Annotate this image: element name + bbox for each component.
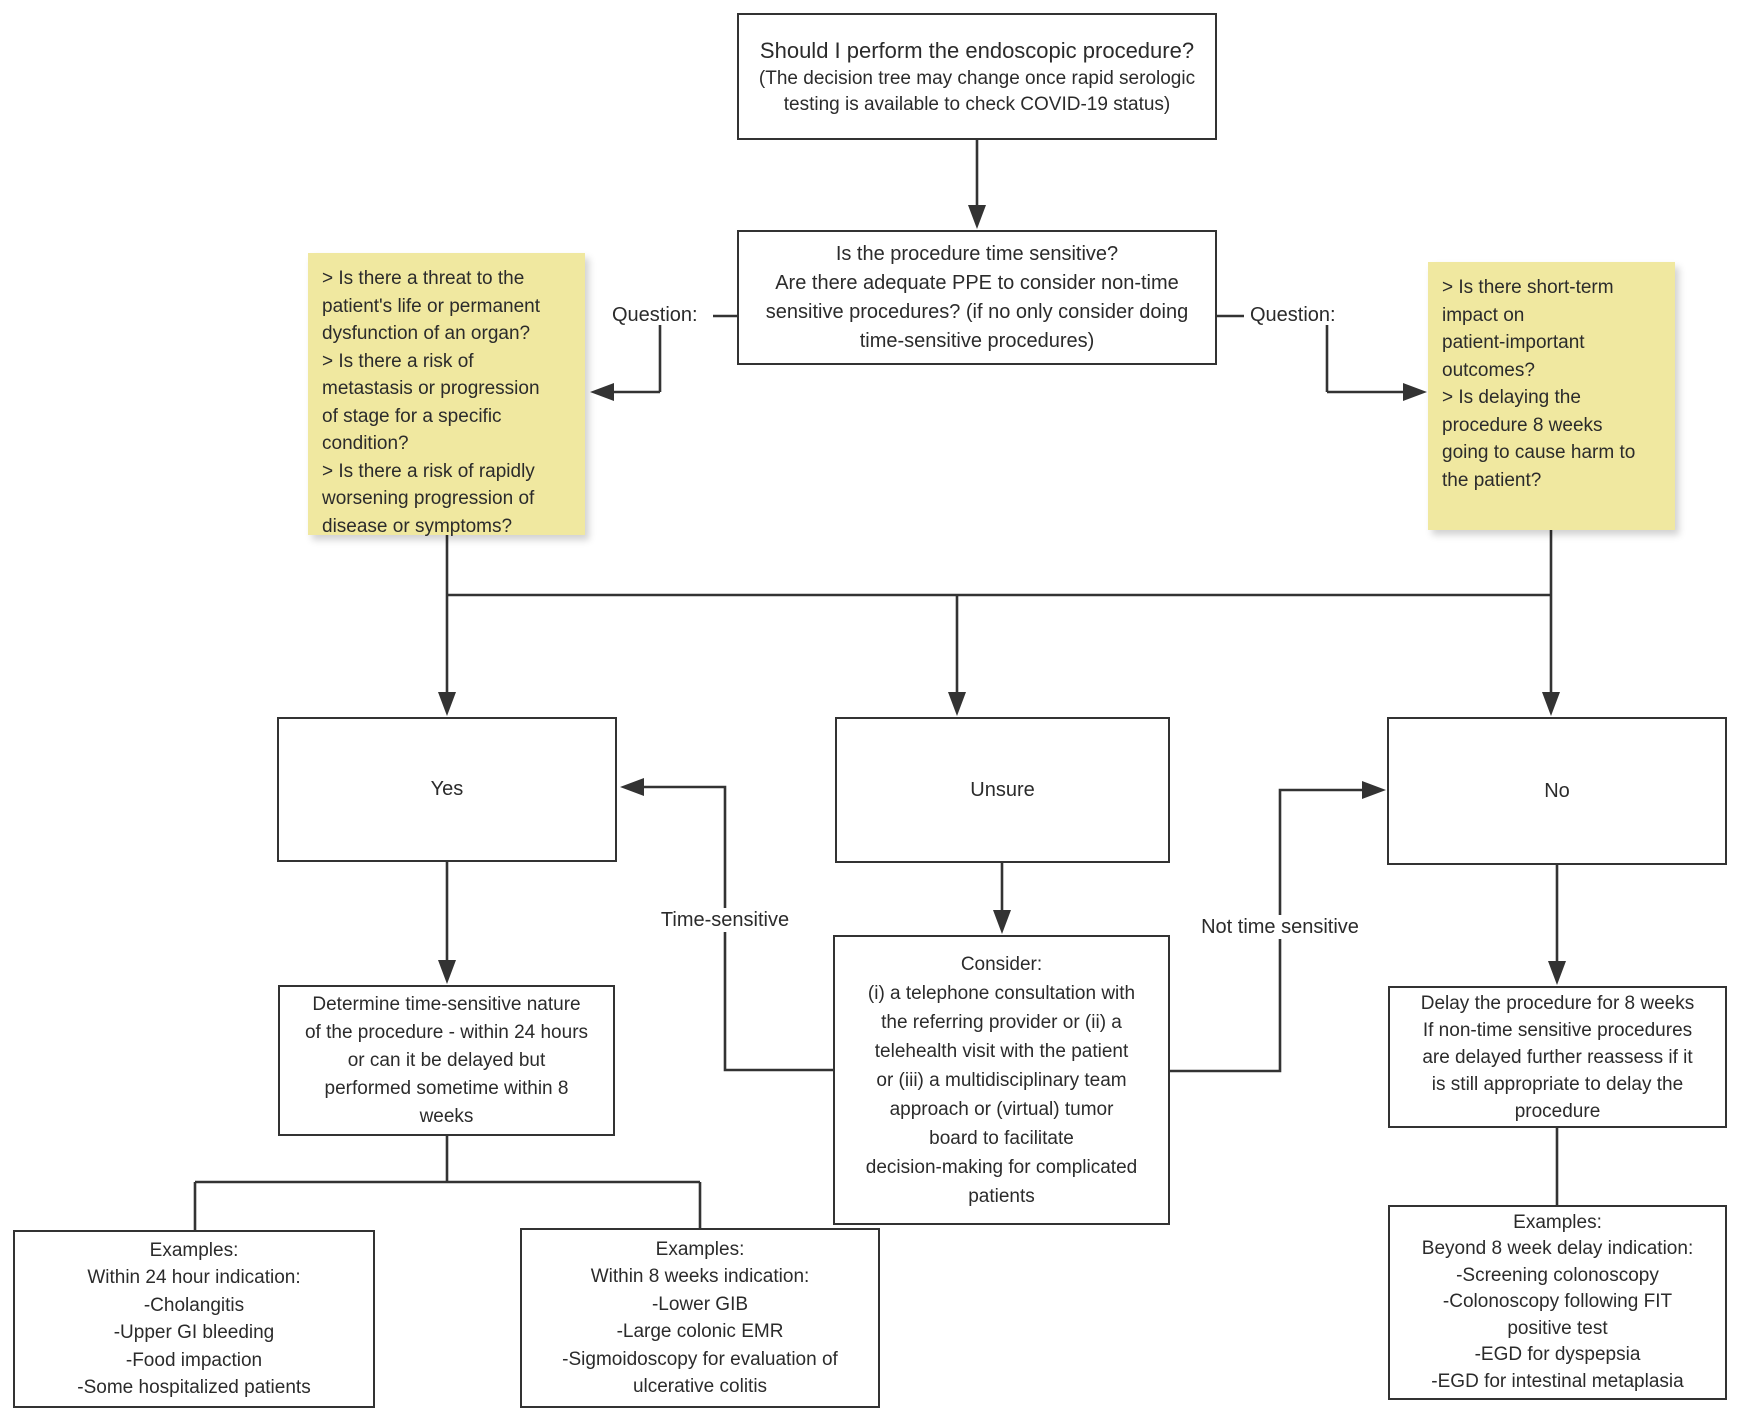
node-consider-consultation: Consider: (i) a telephone consultation w… — [833, 935, 1170, 1225]
note-right-criteria: > Is there short-term impact on patient-… — [1428, 262, 1675, 530]
arrowheads — [438, 205, 1566, 985]
start-title: Should I perform the endoscopic procedur… — [759, 37, 1195, 63]
edge-label-not-time-sensitive: Not time sensitive — [1196, 915, 1364, 939]
question-label-right: Question: — [1250, 304, 1336, 326]
node-no: No — [1387, 717, 1727, 865]
question-label-left: Question: — [612, 304, 698, 326]
node-yes: Yes — [277, 717, 617, 862]
note-left-criteria: > Is there a threat to the patient's lif… — [308, 253, 585, 537]
node-examples-8-weeks: Examples: Within 8 weeks indication: -Lo… — [520, 1228, 880, 1408]
node-start: Should I perform the endoscopic procedur… — [737, 13, 1217, 140]
node-examples-24h: Examples: Within 24 hour indication: -Ch… — [13, 1230, 375, 1408]
node-examples-beyond-8-weeks: Examples: Beyond 8 week delay indication… — [1388, 1205, 1727, 1400]
node-delay-procedure: Delay the procedure for 8 weeks If non-t… — [1388, 986, 1727, 1128]
node-main-question: Is the procedure time sensitive? Are the… — [737, 230, 1217, 365]
start-subtitle: (The decision tree may change once rapid… — [758, 67, 1196, 115]
node-determine-time-sensitive: Determine time-sensitive nature of the p… — [278, 985, 615, 1136]
node-unsure: Unsure — [835, 717, 1170, 863]
edge-label-time-sensitive: Time-sensitive — [655, 908, 795, 932]
